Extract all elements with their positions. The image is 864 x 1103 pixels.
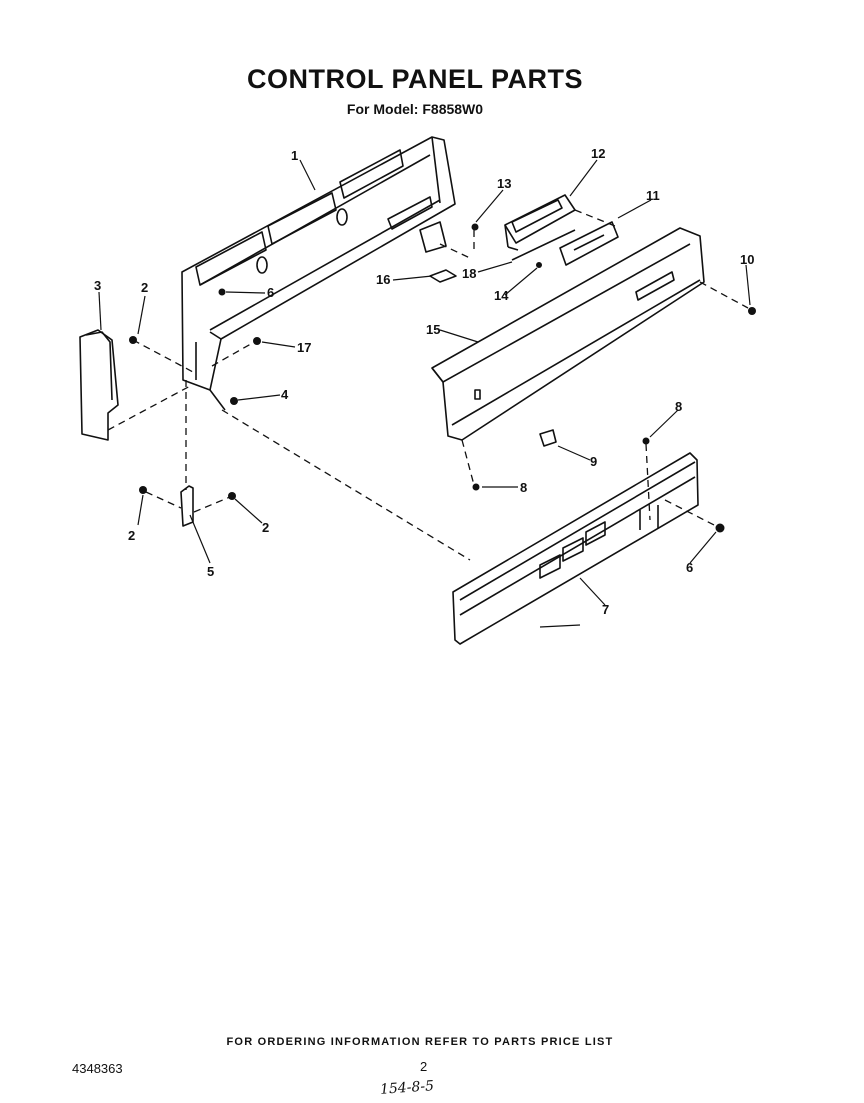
leader-lines [98, 159, 751, 628]
callout-6b: 6 [686, 560, 693, 575]
callout-15: 15 [426, 322, 440, 337]
backguard-panel [181, 136, 456, 411]
page-title: CONTROL PANEL PARTS [246, 64, 584, 94]
callout-12: 12 [591, 146, 605, 161]
callout-2c: 2 [262, 520, 269, 535]
page-number: 2 [420, 1059, 428, 1074]
callout-14: 14 [494, 288, 509, 303]
assembly-lines [107, 209, 749, 561]
ordering-note: FOR ORDERING INFORMATION REFER TO PARTS … [226, 1036, 614, 1048]
callout-8a: 8 [520, 480, 527, 495]
callout-17: 17 [297, 340, 311, 355]
timer-module [504, 194, 576, 251]
callout-10: 10 [740, 252, 754, 267]
callout-7: 7 [602, 602, 609, 617]
fasteners [129, 223, 756, 533]
control-panel [431, 227, 705, 441]
callout-5: 5 [207, 564, 214, 579]
callout-16: 16 [376, 272, 390, 287]
bracket-16 [419, 221, 457, 283]
callout-2a: 2 [141, 280, 148, 295]
callout-9: 9 [590, 454, 597, 469]
document-part-number: 4348363 [72, 1061, 123, 1076]
callout-11: 11 [646, 188, 660, 203]
callout-4: 4 [281, 387, 289, 402]
callout-labels: 1 2 3 6 17 4 2 2 5 16 13 12 11 18 14 10 … [94, 146, 754, 617]
strip-18 [511, 229, 576, 261]
switch-bracket [559, 221, 619, 266]
model-label: For Model: F8858W0 [346, 101, 484, 117]
end-cap [79, 329, 119, 441]
callout-18: 18 [462, 266, 476, 281]
callout-6a: 6 [267, 285, 274, 300]
clip-9 [539, 429, 557, 447]
callout-8b: 8 [675, 399, 682, 414]
callout-1: 1 [291, 148, 298, 163]
callout-13: 13 [497, 176, 511, 191]
side-bracket [180, 485, 194, 527]
lower-panel [452, 452, 699, 645]
callout-2b: 2 [128, 528, 135, 543]
callout-3: 3 [94, 278, 101, 293]
